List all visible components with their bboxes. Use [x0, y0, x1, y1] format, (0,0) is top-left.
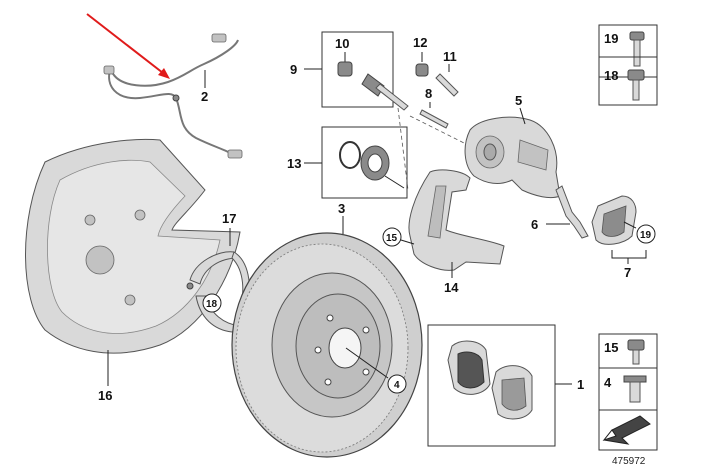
reference-number: 475972 [612, 456, 646, 467]
label-11: 11 [443, 49, 457, 64]
callout-circle-4 [387, 374, 407, 394]
callout-19: 19 [640, 230, 652, 241]
piston-seal-kit [339, 141, 405, 189]
legend-label-19: 19 [604, 31, 618, 46]
bleed-screw [435, 73, 459, 97]
label-12: 12 [413, 35, 427, 50]
caliper-carrier [408, 169, 505, 271]
box-1 [427, 324, 556, 447]
label-6: 6 [531, 217, 538, 232]
legend-label-4: 4 [604, 375, 612, 390]
leader-4 [345, 347, 389, 379]
legend-cell-arrow [598, 409, 658, 451]
callout-15: 15 [386, 233, 398, 244]
brake-pad-single [591, 195, 637, 245]
guide-bolt-set [337, 61, 409, 111]
bolt-19-icon [629, 31, 645, 67]
callout-circle-19 [636, 224, 656, 244]
hardware-legend: 19 18 15 4 [598, 24, 658, 451]
red-pointer-arrow [86, 13, 170, 79]
bolt-15-icon [627, 339, 645, 365]
callout-circle-15 [382, 227, 402, 247]
dust-cap [415, 63, 429, 77]
leader-15 [400, 239, 415, 245]
leader-5 [519, 107, 526, 125]
label-3: 3 [338, 201, 345, 216]
callout-4: 4 [394, 380, 400, 391]
leader-7-bracket [611, 250, 647, 259]
label-8: 8 [425, 86, 432, 101]
label-10: 10 [335, 36, 349, 51]
dust-shield [25, 138, 241, 354]
bolt-18-icon [627, 69, 645, 101]
brake-pad-set [447, 340, 533, 420]
label-16: 16 [98, 388, 112, 403]
guide-pin [419, 109, 449, 129]
brake-caliper [464, 116, 561, 199]
label-13: 13 [287, 156, 301, 171]
label-1: 1 [577, 377, 584, 392]
wheel-bolt-4-icon [623, 375, 647, 403]
label-9: 9 [290, 62, 297, 77]
wear-sensor-cable [103, 33, 243, 159]
label-2: 2 [201, 89, 208, 104]
legend-label-18: 18 [604, 68, 618, 83]
label-5: 5 [515, 93, 522, 108]
callout-18: 18 [206, 299, 218, 310]
label-14: 14 [444, 280, 459, 295]
leader-19 [623, 221, 637, 229]
box-9 [321, 31, 394, 108]
brake-disc [231, 232, 423, 458]
label-7: 7 [624, 265, 631, 280]
anti-rattle-spring [555, 185, 589, 239]
legend-cell-18 [598, 56, 658, 106]
orientation-arrow-icon [602, 415, 651, 445]
callout-circle-18 [202, 293, 222, 313]
legend-label-15: 15 [604, 340, 618, 355]
label-17: 17 [222, 211, 236, 226]
